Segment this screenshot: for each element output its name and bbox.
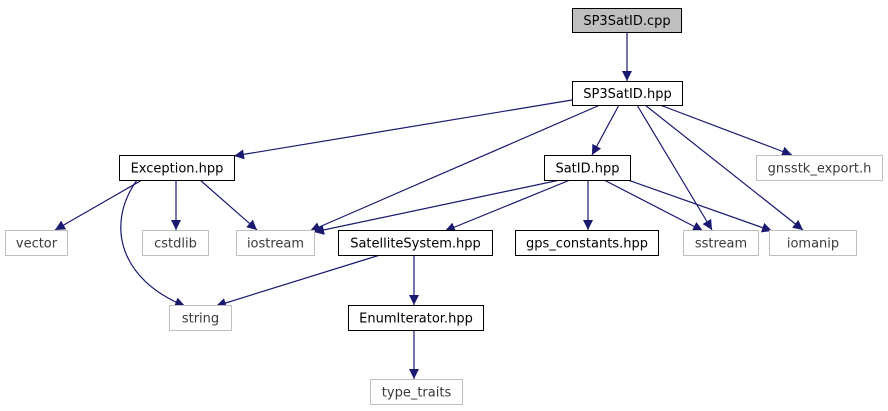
edge-exception_hpp-to-vector — [54, 179, 143, 231]
node-box — [236, 230, 315, 256]
edge-satid_hpp-to-sstream — [603, 179, 704, 232]
node-satid_hpp[interactable]: SatID.hpp — [544, 155, 631, 181]
node-box — [370, 379, 463, 405]
node-label: string — [182, 312, 219, 327]
edge-sp3satid_hpp-to-gnsstk_export_h — [659, 104, 793, 157]
edge-satid_hpp-to-satellitesystem_hpp — [444, 179, 571, 232]
node-gnsstk_export_h: gnsstk_export.h — [756, 155, 883, 181]
edges-layer — [54, 32, 804, 379]
node-box — [572, 81, 683, 106]
node-label: SatID.hpp — [555, 162, 619, 177]
edge-satellitesystem_hpp-to-string — [215, 254, 381, 308]
edge-exception_hpp-to-string — [120, 179, 186, 307]
edge-sp3satid_hpp-to-satid_hpp — [591, 104, 620, 156]
node-box — [544, 155, 631, 181]
node-label: gnsstk_export.h — [768, 162, 872, 177]
node-satellitesystem_hpp[interactable]: SatelliteSystem.hpp — [338, 230, 493, 256]
node-label: SP3SatID.hpp — [583, 87, 671, 102]
node-box — [683, 230, 759, 256]
node-label: EnumIterator.hpp — [359, 312, 473, 327]
node-sp3satid_cpp[interactable]: SP3SatID.cpp — [572, 8, 682, 33]
node-box — [142, 230, 209, 256]
edge-satid_hpp-to-iostream — [313, 179, 561, 235]
node-string: string — [169, 305, 232, 331]
edge-satid_hpp-to-iomanip — [627, 179, 773, 233]
edge-sp3satid_hpp-to-iostream — [309, 104, 601, 232]
node-label: iomanip — [787, 237, 839, 252]
node-box — [119, 155, 235, 181]
node-box — [756, 155, 883, 181]
node-sstream: sstream — [683, 230, 759, 256]
edge-exception_hpp-to-iostream — [199, 179, 258, 231]
node-cstdlib: cstdlib — [142, 230, 209, 256]
edge-sp3satid_hpp-to-sstream — [636, 104, 713, 231]
node-label: gps_constants.hpp — [526, 237, 648, 252]
node-box — [169, 305, 232, 331]
node-vector: vector — [5, 230, 68, 256]
node-label: type_traits — [382, 386, 452, 401]
node-type_traits: type_traits — [370, 379, 463, 405]
node-box — [572, 8, 682, 33]
node-iomanip: iomanip — [769, 230, 857, 256]
node-label: SatelliteSystem.hpp — [350, 237, 481, 252]
edge-sp3satid_hpp-to-exception_hpp — [233, 99, 573, 160]
node-label: cstdlib — [154, 237, 197, 252]
node-box — [769, 230, 857, 256]
node-box — [348, 305, 484, 331]
node-label: sstream — [695, 237, 747, 252]
node-box — [515, 230, 659, 256]
node-label: vector — [16, 237, 58, 252]
node-exception_hpp[interactable]: Exception.hpp — [119, 155, 235, 181]
node-iostream: iostream — [236, 230, 315, 256]
node-enumiterator_hpp[interactable]: EnumIterator.hpp — [348, 305, 484, 331]
node-label: iostream — [247, 237, 304, 252]
node-box — [5, 230, 68, 256]
edge-sp3satid_hpp-to-iomanip — [644, 104, 804, 231]
node-box — [338, 230, 493, 256]
node-sp3satid_hpp[interactable]: SP3SatID.hpp — [572, 81, 683, 106]
node-label: Exception.hpp — [131, 162, 224, 177]
node-gps_constants_hpp[interactable]: gps_constants.hpp — [515, 230, 659, 256]
node-label: SP3SatID.cpp — [583, 14, 670, 29]
